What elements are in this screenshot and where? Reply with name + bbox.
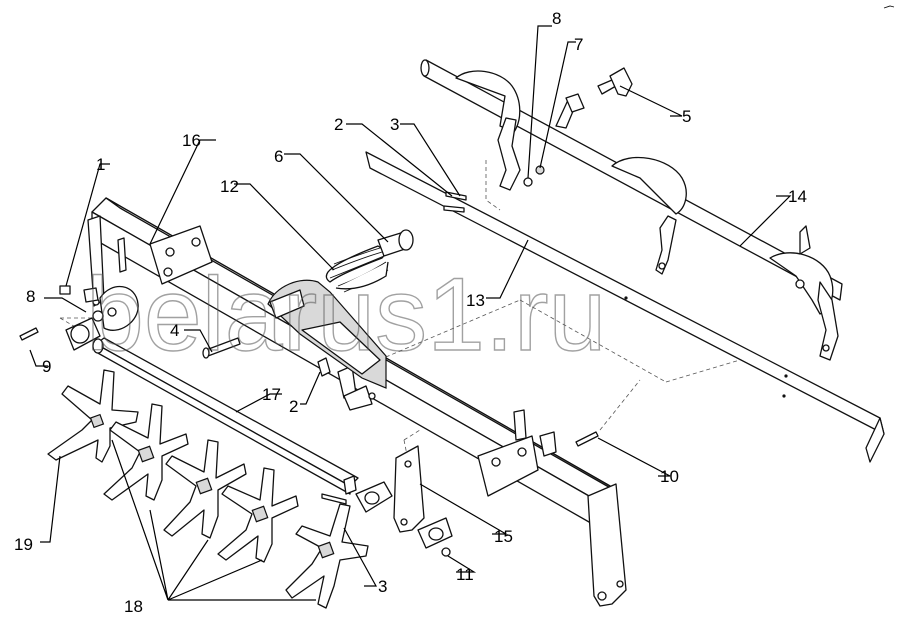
callout-8-lower: 8	[26, 287, 35, 306]
star-roller-19	[47, 369, 139, 463]
callout-5: 5	[682, 107, 691, 126]
callout-3-lower: 3	[378, 577, 387, 596]
spring	[325, 245, 389, 293]
callout-12: 12	[220, 177, 239, 196]
callout-9: 9	[42, 357, 51, 376]
callout-6: 6	[274, 147, 283, 166]
callout-11: 11	[456, 565, 474, 584]
watermark: belarus1.ru	[86, 257, 606, 373]
callout-19: 19	[14, 535, 33, 554]
callout-2-lower: 2	[289, 397, 298, 416]
spring-bracket	[267, 279, 387, 389]
callout-14: 14	[788, 187, 807, 206]
star-roller-d	[285, 503, 369, 609]
spring-cap	[377, 229, 414, 257]
callout-15: 15	[494, 527, 513, 546]
side-bracket	[355, 445, 453, 557]
callout-18: 18	[124, 597, 143, 616]
leader-lines	[29, 25, 792, 601]
callout-17: 17	[262, 385, 281, 404]
long-bar	[365, 151, 885, 463]
star-roller-c	[217, 467, 299, 563]
callout-13: 13	[466, 291, 485, 310]
star-roller-b	[163, 439, 247, 539]
shaft	[92, 337, 359, 495]
callout-10: 10	[660, 467, 679, 486]
corner-mark	[883, 5, 895, 9]
callout-3-upper: 3	[390, 115, 399, 134]
callout-16: 16	[182, 131, 201, 150]
front-hub	[65, 285, 139, 351]
callouts: 1 2 2 3 3 4 5 6 7 8 8 9 10 11 12 13 14 1…	[14, 9, 807, 616]
callout-4: 4	[170, 321, 179, 340]
callout-2-upper: 2	[334, 115, 343, 134]
callout-8-upper: 8	[552, 9, 561, 28]
callout-7: 7	[574, 35, 583, 54]
callout-1: 1	[96, 155, 105, 174]
